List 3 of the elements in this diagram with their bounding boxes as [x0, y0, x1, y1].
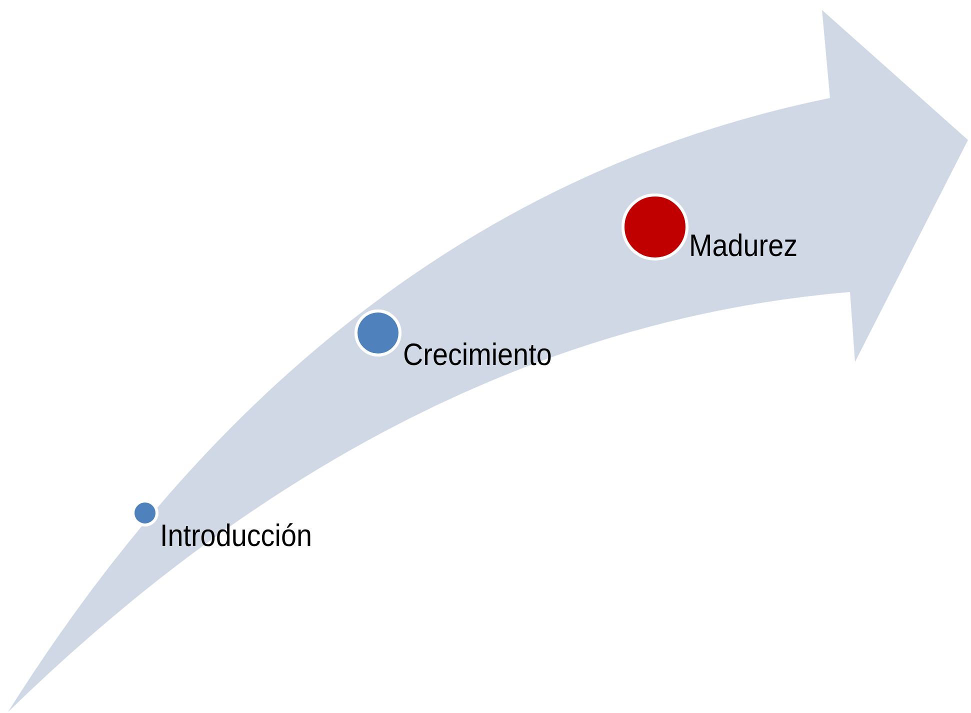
stage-label: Introducción [160, 518, 312, 554]
stage-label: Crecimiento [403, 337, 552, 373]
stage-label: Madurez [689, 228, 798, 264]
